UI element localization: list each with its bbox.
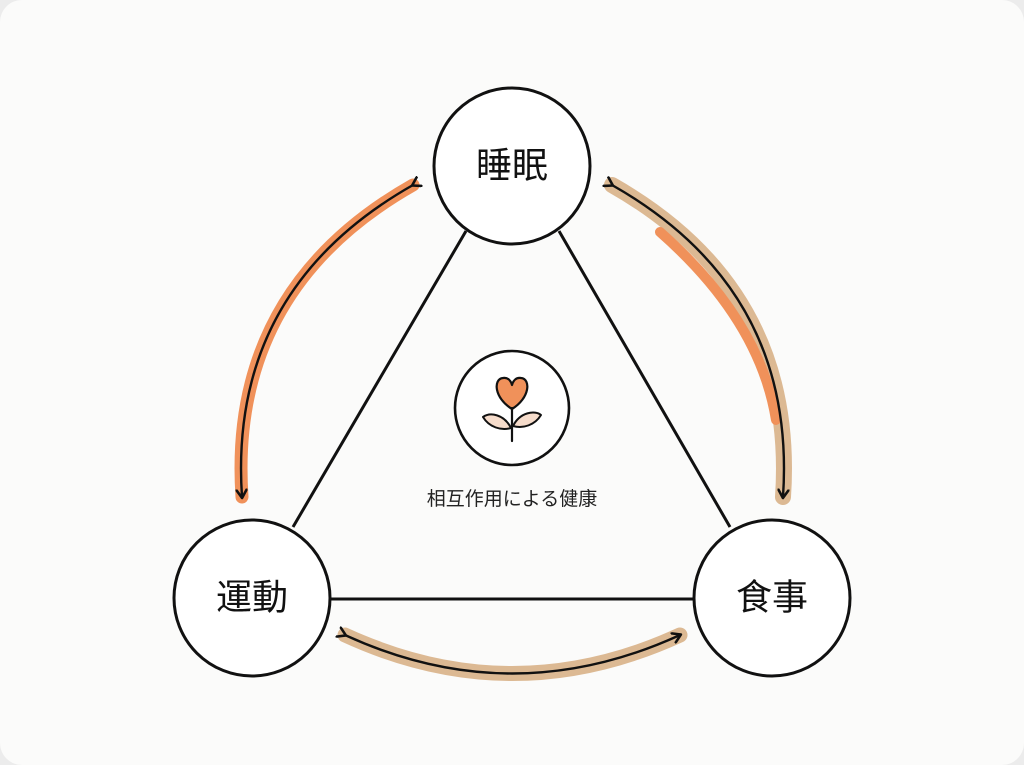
node-sleep: 睡眠	[432, 86, 592, 246]
connector-sleep-exercise	[291, 230, 468, 528]
node-sleep-label: 睡眠	[476, 146, 548, 187]
heart-sprout-icon	[482, 376, 542, 443]
arrow-sleep-exercise	[234, 185, 413, 504]
node-diet: 食事	[692, 518, 852, 678]
node-diet-label: 食事	[736, 578, 808, 619]
node-exercise: 運動	[172, 518, 332, 678]
arrow-sleep-diet	[612, 185, 792, 505]
arrow-exercise-diet	[345, 635, 688, 681]
node-exercise-label: 運動	[216, 578, 288, 619]
center-label: 相互作用による健康	[427, 488, 597, 510]
center-badge	[453, 349, 571, 467]
